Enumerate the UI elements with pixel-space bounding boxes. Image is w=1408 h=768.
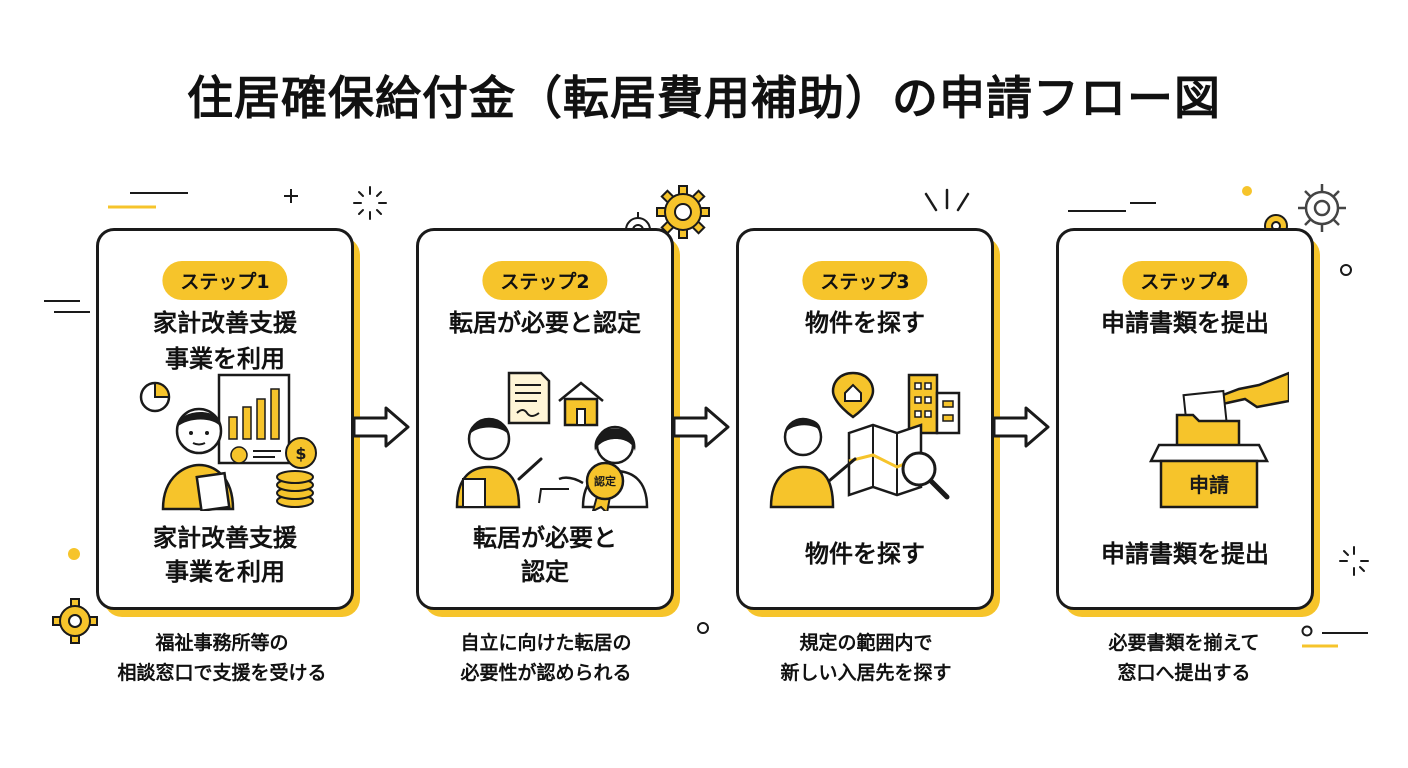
pie-chart-icon: [139, 381, 171, 413]
step-card-1: ステップ1 家計改善支援 事業を利用: [96, 228, 360, 617]
step-footer: 申請書類を提出: [1101, 540, 1269, 568]
gear-icon: [656, 185, 710, 239]
document-submission-illustration: 申請: [1148, 371, 1289, 509]
gear-yellow-icon: [52, 598, 98, 644]
gear-gray-icon: [1298, 184, 1346, 232]
step-badge: ステップ4: [1122, 261, 1248, 300]
step-heading: 申請書類を提出: [1101, 309, 1269, 337]
step-badge: ステップ1: [162, 261, 288, 300]
flow-arrow-right-icon: [672, 406, 730, 448]
certified-seal-icon: 認定: [585, 461, 625, 511]
sparkle-lines-left-icon: [108, 192, 188, 209]
card-body: ステップ2 転居が必要と認定: [416, 228, 674, 610]
circle-outline-icon: [697, 622, 709, 634]
page-title: 住居確保給付金（転居費用補助）の申請フロー図: [187, 71, 1221, 125]
card-body: ステップ1 家計改善支援 事業を利用: [96, 228, 354, 610]
svg-text:$: $: [295, 444, 306, 463]
burst-rays-icon: [924, 188, 970, 212]
dot-icon: [68, 548, 80, 560]
sparkle-lines-right-icon: [1068, 202, 1156, 212]
card-body: ステップ3 物件を探す: [736, 228, 994, 610]
coin-stack-icon: $: [276, 437, 317, 508]
flow-arrow-right-icon: [352, 406, 410, 448]
plus-icon: [284, 189, 298, 203]
property-search-illustration: [769, 371, 961, 509]
dot-icon: [1242, 186, 1252, 196]
step-card-4: ステップ4 申請書類を提出 申請 申請書類を提出: [1056, 228, 1320, 617]
submission-box-icon: 申請: [1148, 443, 1270, 509]
burst-icon: [353, 186, 387, 220]
hand-submitting-icon: [1218, 371, 1289, 409]
seal-label: 認定: [594, 474, 616, 488]
circle-outline-icon: [1340, 264, 1352, 276]
step-heading: 転居が必要と認定: [449, 309, 641, 337]
circle-outline-icon: [1301, 625, 1313, 637]
step-caption-1: 福祉事務所等の 相談窓口で支援を受ける: [117, 632, 327, 684]
step-footer: 家計改善支援 事業を利用: [153, 524, 297, 586]
step-caption-2: 自立に向けた転居の 必要性が認められる: [460, 632, 632, 684]
staff-person-icon: [455, 417, 543, 509]
step-card-3: ステップ3 物件を探す: [736, 228, 1000, 617]
building-icon: [907, 373, 961, 435]
card-body: ステップ4 申請書類を提出 申請 申請書類を提出: [1056, 228, 1314, 610]
dash-lines-icon: [44, 300, 90, 313]
person-pointing-icon: [769, 417, 857, 509]
magnifier-icon: [901, 451, 950, 500]
step-badge: ステップ2: [482, 261, 608, 300]
step-footer: 転居が必要と 認定: [473, 524, 617, 586]
notepad-icon: [195, 471, 231, 511]
step-badge: ステップ3: [802, 261, 928, 300]
step-footer: 物件を探す: [805, 540, 925, 568]
step-heading: 物件を探す: [805, 309, 925, 337]
house-icon: [558, 381, 604, 427]
burst-small-icon: [1339, 546, 1369, 576]
box-label: 申請: [1189, 473, 1229, 497]
budget-consultation-illustration: $: [139, 373, 317, 511]
document-icon: [507, 371, 551, 425]
sparkle-lines-bottom-icon: [1302, 632, 1368, 648]
certification-illustration: 認定: [455, 371, 649, 511]
step-card-2: ステップ2 転居が必要と認定: [416, 228, 680, 617]
flow-arrow-right-icon: [992, 406, 1050, 448]
bar-chart-icon: [217, 373, 291, 465]
step-heading: 家計改善支援 事業を利用: [153, 309, 297, 373]
step-caption-3: 規定の範囲内で 新しい入居先を探す: [780, 632, 952, 684]
map-pin-house-icon: [831, 371, 875, 419]
step-caption-4: 必要書類を揃えて 窓口へ提出する: [1108, 632, 1260, 684]
